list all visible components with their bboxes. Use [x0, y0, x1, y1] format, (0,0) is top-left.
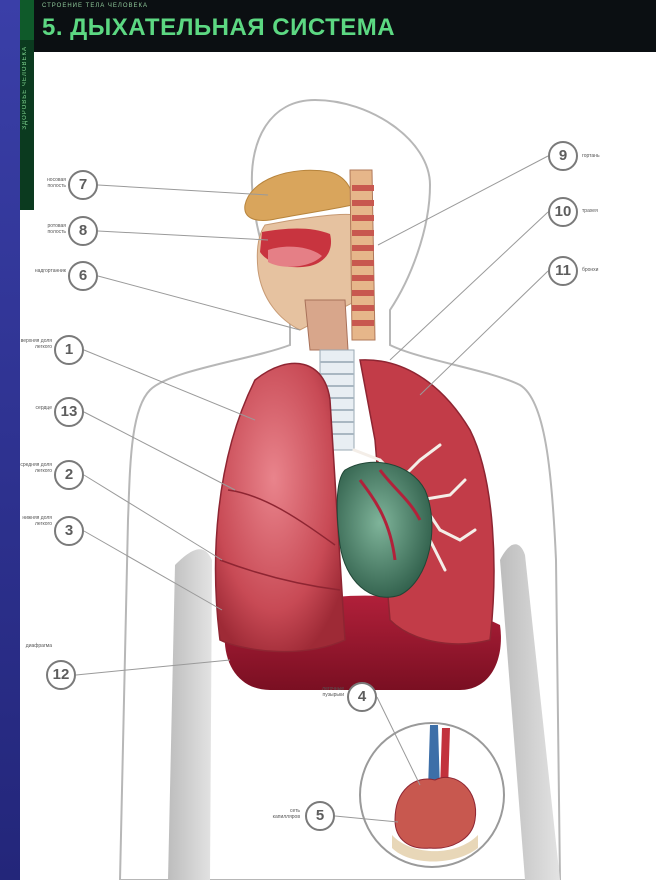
leader-lines	[0, 0, 656, 880]
